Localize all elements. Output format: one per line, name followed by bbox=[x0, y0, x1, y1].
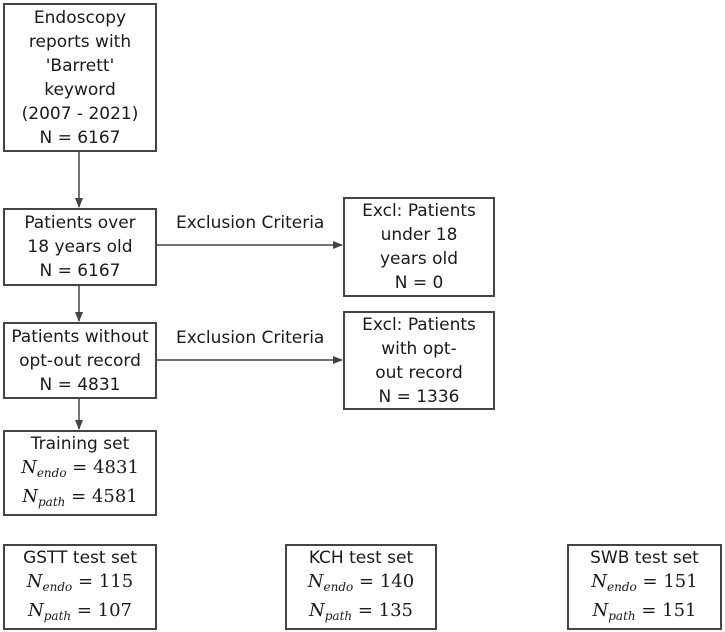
node-title: KCH test set bbox=[308, 548, 414, 568]
exclusion-criteria-label: Exclusion Criteria bbox=[176, 213, 325, 233]
n-path-equation: Npath = 151 bbox=[592, 599, 696, 628]
exclusion-criteria-label: Exclusion Criteria bbox=[176, 328, 325, 348]
n-symbol: N bbox=[591, 571, 608, 592]
n-symbol: N bbox=[22, 486, 38, 507]
n-symbol: N bbox=[21, 457, 37, 478]
n-endo-equation: Nendo = 115 bbox=[27, 570, 133, 599]
node-excl-under18-line: Excl: Patients bbox=[362, 201, 476, 221]
node-no-optout: Patients without opt-out record N = 4831 bbox=[3, 322, 157, 399]
equals-sign: = bbox=[353, 571, 380, 592]
node-excl-optout: Excl: Patients with opt- out record N = … bbox=[343, 311, 495, 410]
node-adults: Patients over 18 years old N = 6167 bbox=[3, 208, 157, 286]
node-source-line: (2007 - 2021) bbox=[21, 103, 139, 124]
endo-subscript: endo bbox=[323, 580, 354, 594]
node-no-optout-line: opt-out record bbox=[19, 350, 141, 371]
equals-sign: = bbox=[352, 600, 379, 621]
endo-subscript: endo bbox=[607, 580, 637, 594]
node-gstt-test-set: GSTT test set Nendo = 115 Npath = 107 bbox=[3, 544, 157, 630]
n-symbol: N bbox=[26, 571, 43, 592]
n-path-value: 135 bbox=[378, 600, 414, 621]
node-swb-test-set: SWB test set Nendo = 151 Npath = 151 bbox=[567, 544, 722, 630]
n-endo-equation: Nendo = 151 bbox=[591, 570, 697, 599]
n-path-equation: Npath = 107 bbox=[28, 599, 132, 628]
n-path-equation: Npath = 135 bbox=[309, 599, 413, 628]
path-subscript: path bbox=[608, 609, 636, 623]
node-source-line: keyword bbox=[44, 79, 116, 100]
node-no-optout-line: N = 4831 bbox=[39, 374, 121, 395]
node-source-line: reports with bbox=[28, 31, 132, 52]
node-source-line: 'Barrett' bbox=[45, 55, 115, 76]
n-endo-equation: Nendo = 4831 bbox=[21, 456, 139, 485]
n-symbol: N bbox=[27, 600, 44, 621]
node-kch-test-set: KCH test set Nendo = 140 Npath = 135 bbox=[285, 544, 437, 630]
n-path-equation: Npath = 4581 bbox=[22, 485, 137, 514]
node-source: Endoscopy reports with 'Barrett' keyword… bbox=[3, 3, 157, 152]
n-endo-value: 140 bbox=[379, 571, 415, 592]
node-title: SWB test set bbox=[590, 548, 699, 568]
node-adults-line: 18 years old bbox=[27, 237, 133, 257]
node-excl-optout-line: Excl: Patients bbox=[362, 314, 476, 335]
equals-sign: = bbox=[66, 457, 94, 478]
path-subscript: path bbox=[38, 495, 66, 509]
node-source-line: Endoscopy bbox=[33, 7, 127, 28]
n-path-value: 107 bbox=[97, 600, 133, 621]
equals-sign: = bbox=[636, 571, 664, 592]
n-path-value: 4581 bbox=[91, 486, 138, 507]
n-path-value: 151 bbox=[662, 600, 697, 621]
n-endo-value: 151 bbox=[663, 571, 698, 592]
path-subscript: path bbox=[324, 609, 353, 623]
node-excl-optout-line: N = 1336 bbox=[378, 386, 460, 407]
node-adults-line: Patients over bbox=[24, 213, 136, 233]
node-title: GSTT test set bbox=[23, 548, 137, 568]
n-symbol: N bbox=[307, 571, 324, 592]
node-excl-under18-line: under 18 bbox=[380, 225, 458, 245]
equals-sign: = bbox=[635, 600, 663, 621]
node-excl-optout-line: out record bbox=[375, 362, 463, 383]
path-subscript: path bbox=[43, 609, 72, 623]
node-title: Training set bbox=[30, 434, 130, 454]
node-excl-optout-line: with opt- bbox=[381, 338, 457, 359]
n-endo-value: 115 bbox=[98, 571, 134, 592]
equals-sign: = bbox=[65, 486, 92, 507]
node-source-line: N = 6167 bbox=[39, 127, 121, 148]
node-no-optout-line: Patients without bbox=[11, 326, 149, 347]
equals-sign: = bbox=[72, 571, 99, 592]
node-excl-under18-line: N = 0 bbox=[394, 273, 444, 293]
node-training-set: Training set Nendo = 4831 Npath = 4581 bbox=[3, 430, 157, 516]
endo-subscript: endo bbox=[36, 466, 67, 480]
node-excl-under18-line: years old bbox=[379, 249, 459, 269]
node-adults-line: N = 6167 bbox=[39, 261, 121, 281]
n-endo-value: 4831 bbox=[93, 457, 139, 478]
n-symbol: N bbox=[308, 600, 325, 621]
node-excl-under18: Excl: Patients under 18 years old N = 0 bbox=[343, 197, 495, 297]
endo-subscript: endo bbox=[42, 580, 73, 594]
n-endo-equation: Nendo = 140 bbox=[308, 570, 414, 599]
equals-sign: = bbox=[71, 600, 98, 621]
n-symbol: N bbox=[592, 600, 609, 621]
